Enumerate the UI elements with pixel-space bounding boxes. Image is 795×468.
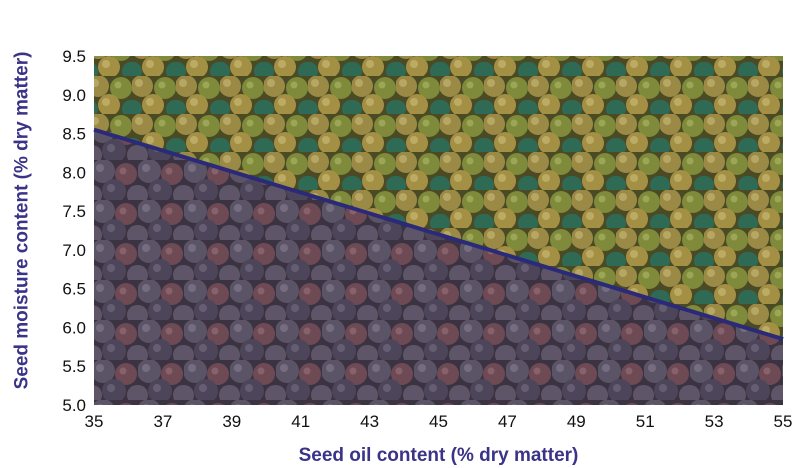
y-tick-label: 8.0 [62, 163, 86, 182]
x-tick-label: 41 [291, 412, 310, 431]
x-tick-label: 55 [774, 412, 793, 431]
x-tick-label: 37 [153, 412, 172, 431]
y-tick-label: 7.0 [62, 241, 86, 260]
x-tick-label: 49 [567, 412, 586, 431]
x-tick-label: 45 [429, 412, 448, 431]
y-tick-label: 9.5 [62, 47, 86, 66]
x-tick-label: 35 [85, 412, 104, 431]
y-tick-label: 5.5 [62, 357, 86, 376]
upper-seed-region [94, 56, 783, 340]
x-tick-label: 51 [636, 412, 655, 431]
y-tick-label: 5.0 [62, 396, 86, 415]
y-tick-label: 7.5 [62, 202, 86, 221]
y-tick-label: 9.0 [62, 86, 86, 105]
x-tick-label: 47 [498, 412, 517, 431]
photo-background [94, 56, 783, 405]
y-tick-label: 6.0 [62, 318, 86, 337]
x-tick-label: 53 [705, 412, 724, 431]
y-tick-labels: 5.0 5.5 6.0 6.5 7.0 7.5 8.0 8.5 9.0 9.5 [62, 47, 86, 415]
y-axis-title: Seed moisture content (% dry matter) [12, 52, 33, 390]
x-tick-labels: 35 37 39 41 43 45 47 49 51 53 55 [85, 412, 793, 431]
series-line-0 [93, 127, 784, 341]
x-tick-label: 39 [222, 412, 241, 431]
x-axis-title: Seed oil content (% dry matter) [299, 445, 579, 466]
y-tick-label: 6.5 [62, 280, 86, 299]
x-tick-label: 43 [360, 412, 379, 431]
y-tick-label: 8.5 [62, 125, 86, 144]
series-lines [93, 127, 784, 341]
